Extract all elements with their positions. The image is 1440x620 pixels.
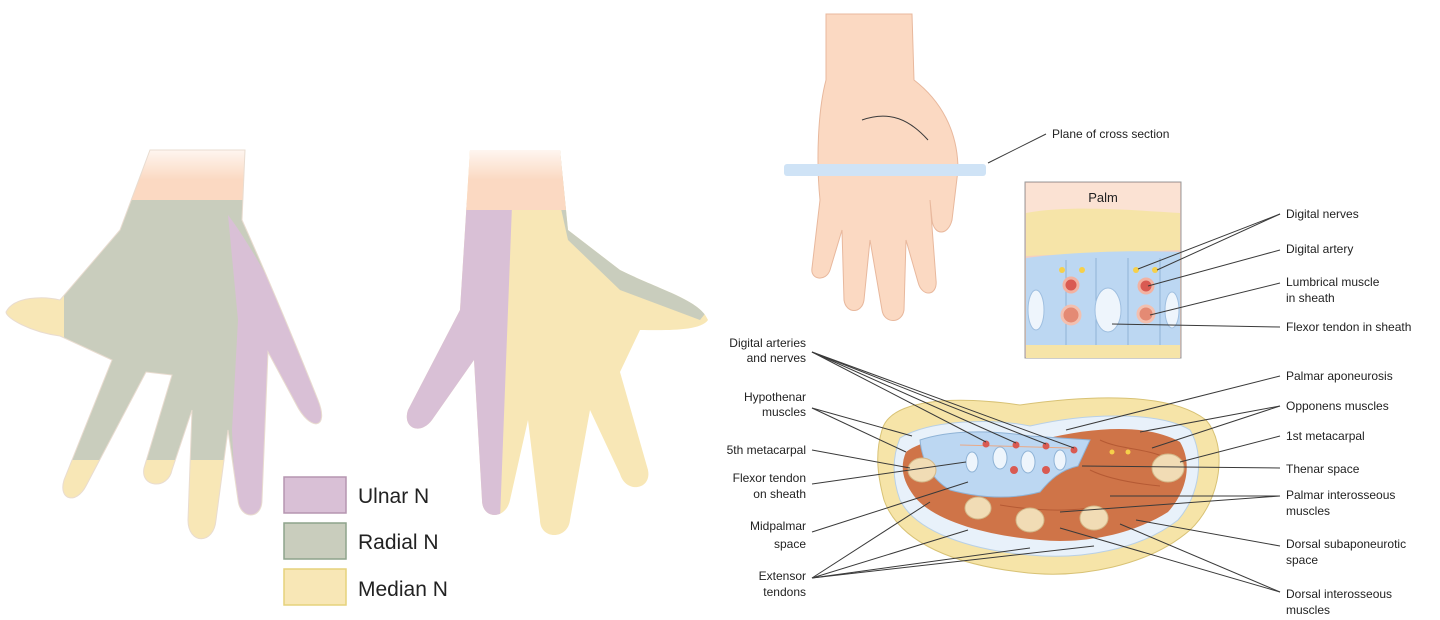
label-5th-metacarpal: 5th metacarpal [727,443,806,457]
label-flexor-tendon: Flexor tendon [733,471,806,485]
cross-section [877,397,1220,575]
label-palmar-aponeurosis: Palmar aponeurosis [1286,369,1393,383]
legend-label-radial: Radial N [358,531,439,554]
small-hand: Plane of cross section [784,13,1169,321]
label-digital-nerves: Digital nerves [1286,207,1359,221]
legend-label-median: Median N [358,578,448,601]
right-hand [406,150,708,535]
label-lumbrical-in-sheath: in sheath [1286,291,1335,305]
median-fingertips-left [60,460,230,539]
label-hypothenar-muscles: muscles [762,405,806,419]
legend: Ulnar N Radial N Median N [283,476,448,606]
palm-inset-title: Palm [1088,190,1118,205]
label-plane-of-cross-section: Plane of cross section [1052,127,1169,141]
label-extensor: Extensor [759,569,806,583]
label-extensor-tendons: tendons [763,585,806,599]
label-dorsal-subaponeurotic-space: space [1286,553,1318,567]
legend-swatch-radial [283,522,347,560]
label-digital-arteries: Digital arteries [729,336,806,350]
label-dorsal-interosseous: Dorsal interosseous [1286,587,1392,601]
plane-of-cross-section [784,164,986,176]
label-dorsal-subaponeurotic: Dorsal subaponeurotic [1286,537,1406,551]
label-1st-metacarpal: 1st metacarpal [1286,429,1365,443]
label-palmar-interosseous: Palmar interosseous [1286,488,1395,502]
ulnar-zone-right [406,200,512,520]
legend-swatch-ulnar [283,476,347,514]
label-dorsal-interosseous-muscles: muscles [1286,603,1330,617]
label-midpalmar: Midpalmar [750,519,806,533]
label-lumbrical-muscle: Lumbrical muscle [1286,275,1380,289]
label-on-sheath: on sheath [753,487,806,501]
label-flexor-tendon-in-sheath: Flexor tendon in sheath [1286,320,1411,334]
palm-inset: Palm [1024,181,1182,359]
label-hypothenar: Hypothenar [744,390,806,404]
label-and-nerves: and nerves [747,351,806,365]
legend-swatch-median [283,568,347,606]
label-midpalmar-space: space [774,537,806,551]
label-digital-artery: Digital artery [1286,242,1353,256]
label-palmar-interosseous-muscles: muscles [1286,504,1330,518]
median-thumb-tip-left [6,280,64,360]
label-opponens-muscles: Opponens muscles [1286,399,1389,413]
legend-label-ulnar: Ulnar N [358,485,429,508]
label-thenar-space: Thenar space [1286,462,1360,476]
